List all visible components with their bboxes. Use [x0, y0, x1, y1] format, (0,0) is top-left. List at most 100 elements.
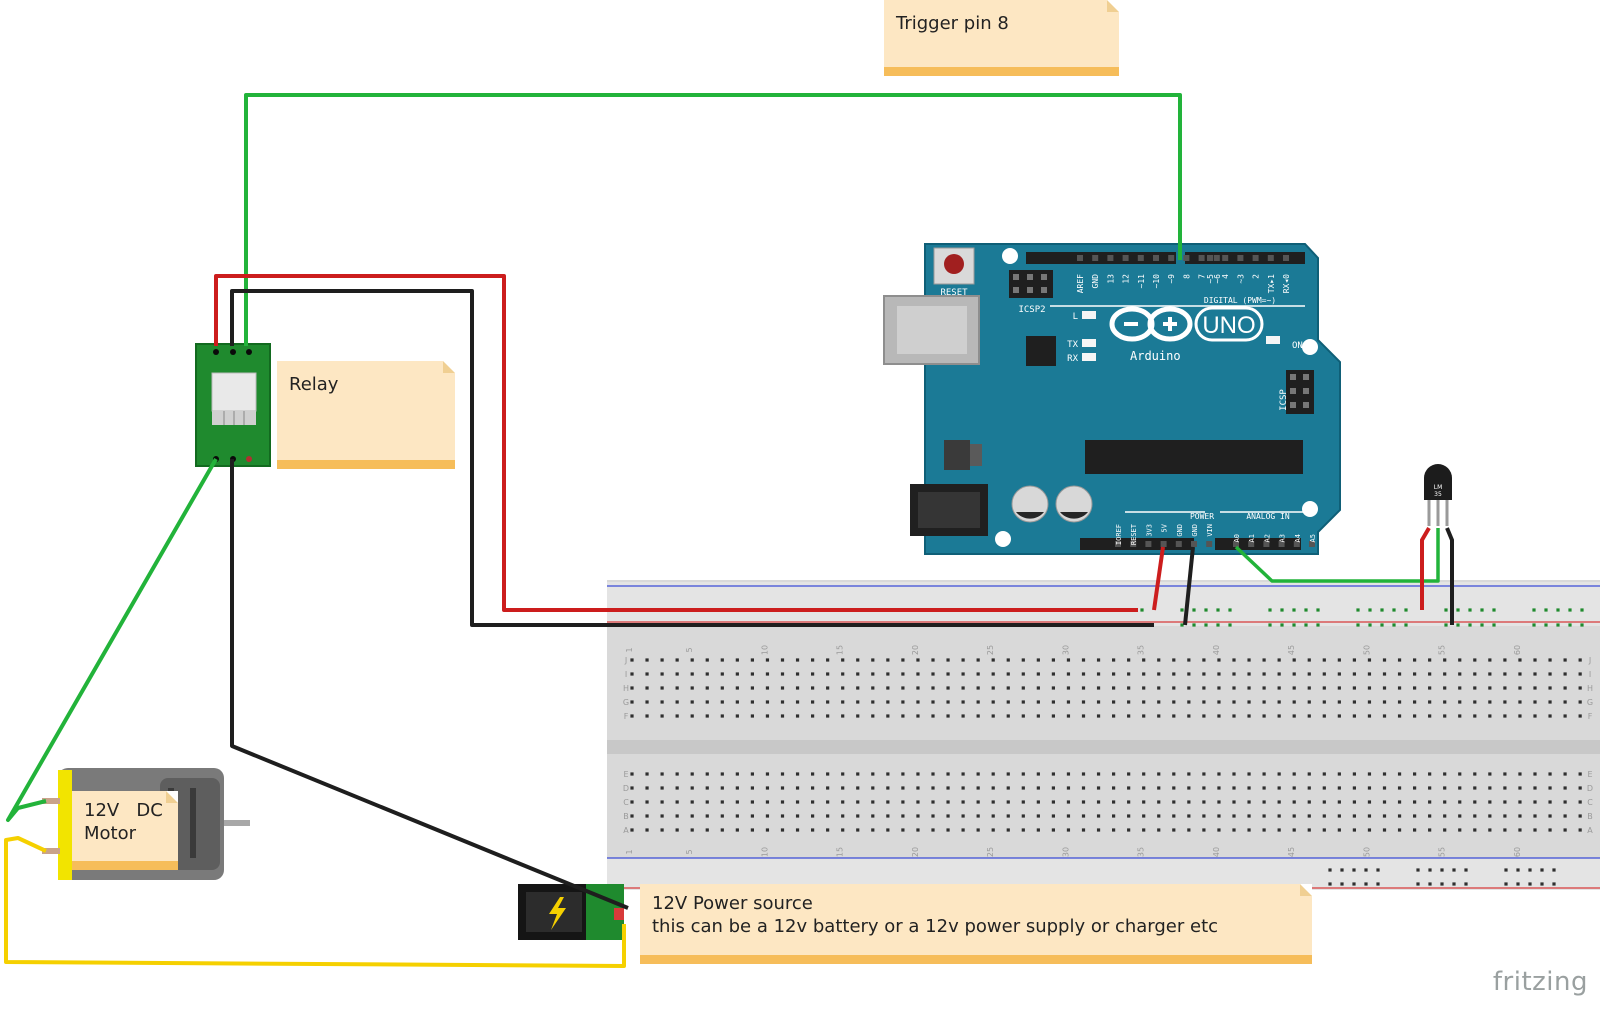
motor-text-2: Motor — [84, 823, 137, 844]
breadboard-hole — [1473, 714, 1477, 718]
breadboard-hole — [946, 714, 950, 718]
breadboard-hole — [1533, 658, 1537, 662]
top-power-rail — [607, 582, 1600, 626]
reset-button-cap[interactable] — [944, 254, 964, 274]
breadboard-hole — [1172, 800, 1176, 804]
power-pin-label: GND — [1191, 524, 1199, 537]
wire-red-sensor[interactable] — [1420, 526, 1431, 610]
breadboard-hole — [1142, 700, 1146, 704]
breadboard-hole — [735, 714, 739, 718]
breadboard-hole — [1066, 828, 1071, 832]
header-pin — [1137, 255, 1144, 261]
icsp2-label: ICSP2 — [1018, 305, 1045, 315]
breadboard-hole — [1322, 658, 1326, 662]
breadboard-hole — [1021, 658, 1025, 662]
header-pin — [1248, 541, 1255, 547]
breadboard-hole — [705, 714, 709, 718]
breadboard-hole — [1157, 828, 1161, 832]
breadboard-hole — [1337, 672, 1341, 676]
icsp-pin — [1290, 374, 1296, 380]
rail-hole — [1180, 608, 1184, 612]
header-pin — [1077, 255, 1083, 261]
breadboard-hole — [841, 672, 845, 676]
rail-hole — [1392, 623, 1396, 627]
wire-yellow-motor[interactable] — [4, 836, 626, 968]
rail-hole — [1328, 882, 1332, 886]
wire-black-arduino-gnd[interactable] — [1183, 546, 1195, 626]
breadboard-hole — [1247, 672, 1251, 676]
rail-hole — [1292, 623, 1296, 627]
rail-hole — [1316, 608, 1320, 612]
breadboard-hole — [1172, 828, 1176, 832]
breadboard-hole — [1232, 772, 1236, 776]
breadboard-hole — [1503, 828, 1507, 832]
wire-black-sensor[interactable] — [1445, 527, 1454, 625]
breadboard-hole — [1458, 814, 1462, 818]
breadboard-hole — [976, 772, 980, 776]
analog-pin-label: A2 — [1263, 534, 1271, 542]
analog-pin-label: A4 — [1294, 534, 1302, 542]
header-pin — [1092, 255, 1099, 261]
wire-black-power[interactable] — [230, 459, 629, 910]
breadboard-hole — [660, 658, 664, 662]
breadboard-hole — [795, 714, 800, 718]
breadboard-hole — [1518, 786, 1522, 790]
wire-black-gnd[interactable] — [230, 289, 1154, 627]
breadboard-hole — [976, 658, 980, 662]
breadboard-hole — [1232, 786, 1236, 790]
led-on — [1266, 336, 1280, 344]
breadboard-hole — [1488, 714, 1492, 718]
breadboard-hole — [1202, 786, 1206, 790]
breadboard-hole — [1503, 786, 1507, 790]
breadboard-column-number: 1 — [625, 647, 634, 652]
wire-red-vcc[interactable] — [214, 274, 1138, 612]
breadboard-hole — [1232, 714, 1236, 718]
breadboard-hole — [1307, 672, 1311, 676]
breadboard-hole — [871, 672, 875, 676]
breadboard-hole — [1202, 672, 1206, 676]
power-source-text-2: this can be a 12v battery or a 12v power… — [652, 916, 1219, 937]
mounting-hole — [995, 531, 1011, 547]
breadboard-hole — [901, 828, 905, 832]
breadboard-hole — [1217, 686, 1221, 690]
rail-hole — [1428, 868, 1432, 872]
breadboard-column-number: 5 — [685, 647, 694, 652]
breadboard-hole — [1413, 714, 1417, 718]
icsp-pin — [1303, 374, 1309, 380]
breadboard-hole — [1518, 714, 1522, 718]
motor-text-1: 12V DC — [84, 800, 163, 821]
breadboard-hole — [720, 828, 724, 832]
icsp-header — [1286, 370, 1314, 414]
breadboard-hole — [1352, 686, 1356, 690]
wire-green-trigger[interactable] — [244, 93, 1182, 346]
wire-green-analog[interactable] — [1234, 528, 1440, 583]
breadboard-hole — [750, 686, 754, 690]
breadboard-hole — [1277, 686, 1281, 690]
breadboard-hole — [1051, 786, 1055, 790]
breadboard-hole — [1367, 658, 1372, 662]
rail-hole — [1580, 608, 1584, 612]
breadboard-hole — [1503, 714, 1507, 718]
breadboard-hole — [1277, 814, 1281, 818]
breadboard-hole — [675, 800, 679, 804]
digital-pin-label: ~9 — [1167, 274, 1176, 284]
wire-green-motor[interactable] — [6, 458, 218, 822]
rail-hole — [1316, 623, 1320, 627]
rail-hole — [1532, 623, 1536, 627]
rail-hole — [1568, 608, 1572, 612]
breadboard-hole — [1307, 714, 1311, 718]
breadboard-hole — [1127, 700, 1131, 704]
breadboard-hole — [750, 814, 754, 818]
breadboard-column-number: 35 — [1137, 645, 1146, 655]
breadboard-hole — [1217, 658, 1221, 662]
breadboard-hole — [901, 672, 905, 676]
breadboard-hole — [645, 714, 649, 718]
breadboard-row-letter: I — [1589, 670, 1591, 679]
breadboard-hole — [1112, 672, 1116, 676]
led-rx-label: RX — [1067, 354, 1078, 364]
breadboard-hole — [720, 714, 724, 718]
breadboard-hole — [1307, 828, 1311, 832]
breadboard-hole — [811, 658, 815, 662]
wire-red-5v[interactable] — [1152, 546, 1165, 611]
icsp2-pin — [1027, 287, 1033, 293]
